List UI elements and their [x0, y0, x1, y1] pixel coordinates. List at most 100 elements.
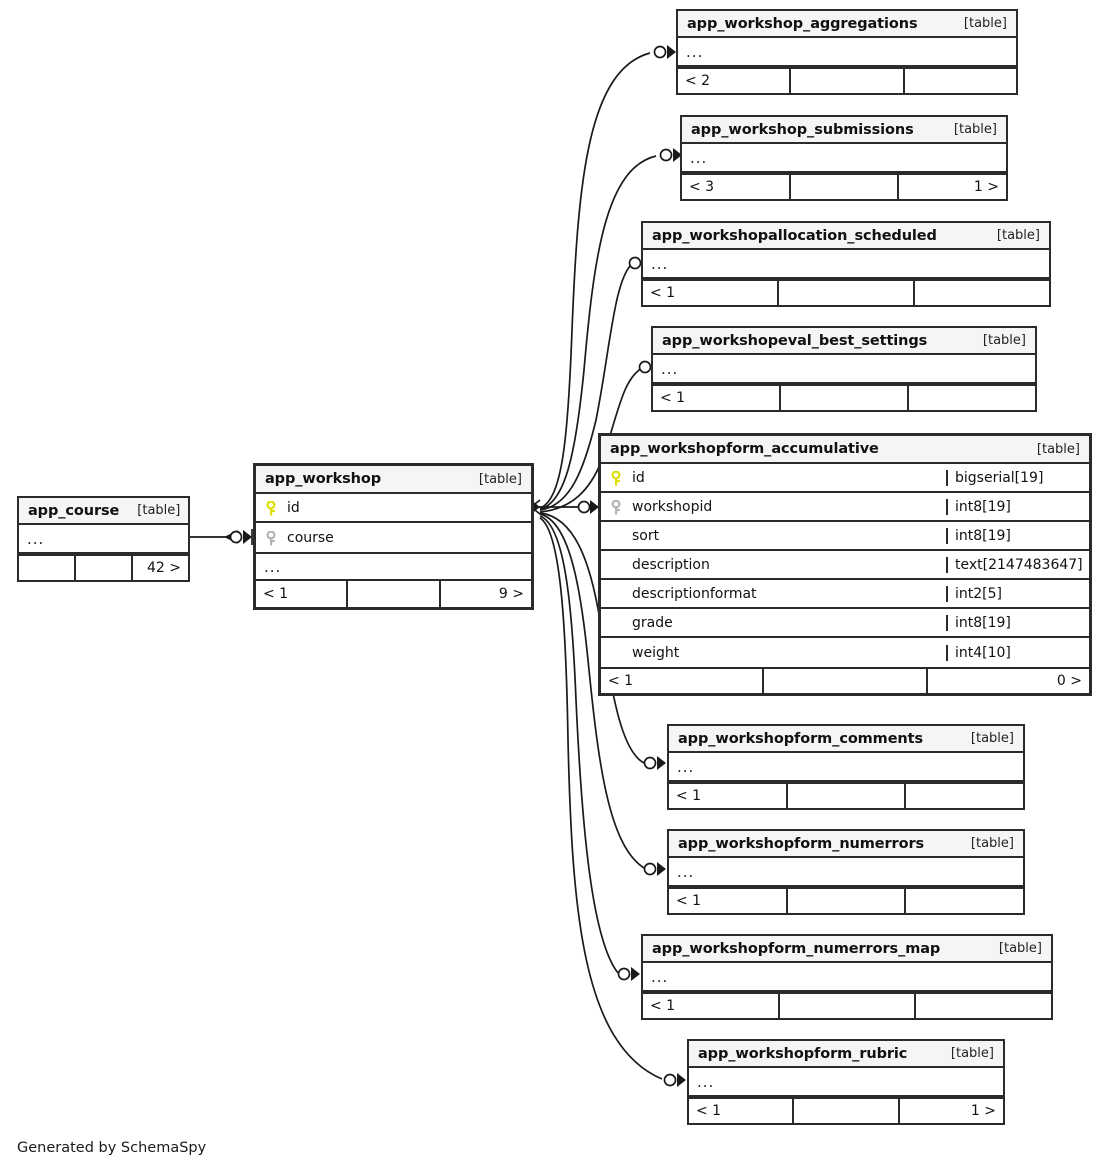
table-header[interactable]: app_workshopform_numerrors_map [table] [643, 936, 1051, 963]
collapsed-columns-ellipsis: ... [678, 38, 1016, 67]
table-header[interactable]: app_workshopform_numerrors [table] [669, 831, 1023, 858]
footer-middle [346, 581, 438, 607]
footer-parents-count: < 3 [689, 179, 715, 195]
collapsed-columns-ellipsis: ... [19, 525, 188, 554]
table-type-tag: [table] [478, 471, 522, 487]
table-footer: < 1 [653, 384, 1035, 410]
primary-key-icon [266, 499, 279, 516]
column-name-cell: course [256, 530, 531, 546]
column-name-cell: weight [601, 645, 946, 661]
table-type-tag: [table] [998, 941, 1042, 956]
column-row[interactable]: description text[2147483647] [601, 551, 1089, 580]
column-type: text[2147483647] [946, 556, 1089, 573]
foreign-key-icon [266, 529, 279, 546]
table-footer: < 2 [678, 67, 1016, 93]
table-type-tag: [table] [953, 122, 997, 137]
footer-middle [792, 1099, 897, 1123]
footer-children-count [902, 69, 1016, 93]
table-header[interactable]: app_workshopform_comments [table] [669, 726, 1023, 753]
column-type: int8[19] [946, 614, 1089, 631]
table-footer: < 3 1 > [682, 173, 1006, 199]
collapsed-columns-ellipsis: ... [643, 250, 1049, 279]
footer-middle [789, 69, 902, 93]
table-node-app_workshopform_numerrors[interactable]: app_workshopform_numerrors [table] ... <… [667, 829, 1025, 915]
table-node-app_workshopeval_best_settings[interactable]: app_workshopeval_best_settings [table] .… [651, 326, 1037, 412]
column-list: id bigserial[19] workshopid int8[19] [601, 464, 1089, 667]
footer-parents-count: < 1 [676, 788, 702, 804]
table-header[interactable]: app_workshop_aggregations [table] [678, 11, 1016, 38]
column-row[interactable]: descriptionformat int2[5] [601, 580, 1089, 609]
column-name: sort [632, 527, 660, 544]
table-header[interactable]: app_workshopallocation_scheduled [table] [643, 223, 1049, 250]
column-row[interactable]: weight int4[10] [601, 638, 1089, 667]
table-node-app_workshopform_rubric[interactable]: app_workshopform_rubric [table] ... < 1 … [687, 1039, 1005, 1125]
table-type-tag: [table] [996, 228, 1040, 243]
table-node-app_workshop_submissions[interactable]: app_workshop_submissions [table] ... < 3… [680, 115, 1008, 201]
table-node-app_workshopform_accumulative[interactable]: app_workshopform_accumulative [table] id… [598, 433, 1092, 696]
footer-children-count: 42 > [131, 556, 188, 580]
collapsed-columns-ellipsis: ... [689, 1068, 1003, 1097]
footer-middle [779, 386, 907, 410]
column-type: int8[19] [946, 527, 1089, 544]
table-node-app_workshop[interactable]: app_workshop [table] id [253, 463, 534, 610]
table-name: app_workshopform_numerrors_map [652, 940, 941, 957]
collapsed-columns-ellipsis: ... [682, 144, 1006, 173]
footer-children-count [913, 281, 1049, 305]
footer-children-count [904, 889, 1023, 913]
table-name: app_workshopform_rubric [698, 1045, 908, 1062]
column-row[interactable]: id [256, 494, 531, 523]
footer-parents-count: < 2 [685, 73, 711, 89]
footer-middle [777, 994, 915, 1018]
table-header[interactable]: app_workshopeval_best_settings [table] [653, 328, 1035, 355]
table-node-app_workshopallocation_scheduled[interactable]: app_workshopallocation_scheduled [table]… [641, 221, 1051, 307]
table-type-tag: [table] [1036, 441, 1080, 457]
no-key-spacer-icon [611, 529, 624, 544]
footer-children-count: 1 > [897, 1099, 1003, 1123]
table-type-tag: [table] [963, 16, 1007, 31]
table-footer: < 1 [669, 887, 1023, 913]
column-type: int8[19] [946, 498, 1089, 515]
footer-middle [788, 175, 898, 199]
table-name: app_course [28, 502, 120, 519]
table-node-app_workshopform_comments[interactable]: app_workshopform_comments [table] ... < … [667, 724, 1025, 810]
footer-children-count: 0 > [925, 669, 1089, 693]
table-node-app_course[interactable]: app_course [table] ... 42 > [17, 496, 190, 582]
column-name-cell: workshopid [601, 499, 946, 515]
column-name: id [632, 469, 645, 486]
footer-parents-count: < 1 [676, 893, 702, 909]
column-list: id course [256, 494, 531, 552]
table-header[interactable]: app_workshop_submissions [table] [682, 117, 1006, 144]
table-name: app_workshop [265, 471, 382, 487]
table-header[interactable]: app_course [table] [19, 498, 188, 525]
no-key-spacer-icon [611, 587, 624, 602]
table-footer: < 1 9 > [256, 581, 531, 607]
collapsed-columns-ellipsis: ... [256, 552, 531, 581]
footer-children-count [904, 784, 1023, 808]
table-footer: < 1 0 > [601, 667, 1089, 693]
column-name: course [287, 529, 334, 546]
table-header[interactable]: app_workshopform_rubric [table] [689, 1041, 1003, 1068]
table-name: app_workshopallocation_scheduled [652, 227, 937, 244]
table-footer: 42 > [19, 554, 188, 580]
collapsed-columns-ellipsis: ... [643, 963, 1051, 992]
column-row[interactable]: course [256, 523, 531, 552]
table-name: app_workshopform_numerrors [678, 835, 925, 852]
column-row[interactable]: grade int8[19] [601, 609, 1089, 638]
table-header[interactable]: app_workshop [table] [256, 466, 531, 494]
table-name: app_workshopeval_best_settings [662, 332, 928, 349]
column-name: id [287, 499, 300, 516]
column-row[interactable]: sort int8[19] [601, 522, 1089, 551]
table-node-app_workshop_aggregations[interactable]: app_workshop_aggregations [table] ... < … [676, 9, 1018, 95]
table-header[interactable]: app_workshopform_accumulative [table] [601, 436, 1089, 464]
column-name-cell: grade [601, 615, 946, 631]
no-key-spacer-icon [611, 616, 624, 631]
footer-parents-count [19, 556, 74, 580]
column-name-cell: sort [601, 528, 946, 544]
column-name: weight [632, 644, 680, 661]
column-row[interactable]: id bigserial[19] [601, 464, 1089, 493]
column-name: workshopid [632, 498, 713, 515]
column-row[interactable]: workshopid int8[19] [601, 493, 1089, 522]
table-type-tag: [table] [970, 836, 1014, 851]
table-node-app_workshopform_numerrors_map[interactable]: app_workshopform_numerrors_map [table] .… [641, 934, 1053, 1020]
